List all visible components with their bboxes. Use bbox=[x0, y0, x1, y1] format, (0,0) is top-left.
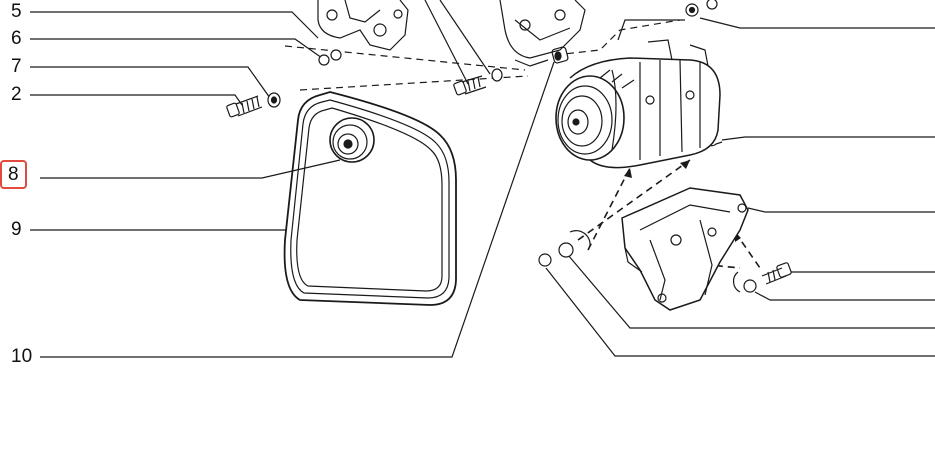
bolt-2 bbox=[226, 95, 263, 118]
callout-10[interactable]: 10 bbox=[11, 346, 33, 367]
leader-line-right-6 bbox=[567, 254, 935, 329]
bolt-right bbox=[761, 262, 792, 285]
washer-top-center bbox=[491, 68, 503, 82]
nut-lower-left bbox=[538, 253, 552, 267]
tensioner-pulley-8 bbox=[329, 117, 375, 163]
ac-compressor bbox=[555, 39, 721, 169]
compressor-bracket bbox=[621, 187, 749, 311]
leader-line-top-b bbox=[424, 0, 469, 85]
assembly-arc-left bbox=[569, 230, 591, 247]
washer-6 bbox=[330, 49, 342, 61]
nut-top-right bbox=[685, 0, 718, 17]
leader-line-8 bbox=[40, 159, 341, 179]
callout-5[interactable]: 5 bbox=[11, 1, 22, 22]
leader-lines bbox=[30, 0, 935, 358]
leader-line-right-7 bbox=[545, 267, 935, 357]
leader-line-5 bbox=[30, 11, 319, 39]
assembly-arc-right bbox=[732, 271, 741, 293]
leader-line-10 bbox=[40, 61, 555, 358]
callout-7[interactable]: 7 bbox=[11, 56, 22, 77]
callout-6[interactable]: 6 bbox=[11, 28, 22, 49]
callout-2[interactable]: 2 bbox=[11, 84, 22, 105]
leader-line-right-2 bbox=[721, 136, 935, 141]
leader-line-2 bbox=[30, 94, 243, 106]
nut-6 bbox=[318, 54, 330, 66]
leader-line-right-5 bbox=[754, 291, 935, 301]
leader-line-6 bbox=[30, 38, 323, 59]
callout-8-selected[interactable]: 8 bbox=[0, 160, 27, 189]
washer-right bbox=[743, 279, 757, 293]
upper-bracket-center bbox=[499, 0, 586, 67]
leader-line-top-c bbox=[617, 19, 685, 41]
spacer-10 bbox=[551, 46, 569, 64]
leader-line-7 bbox=[30, 66, 271, 99]
upper-bracket-left bbox=[317, 0, 409, 51]
leader-line-top-a bbox=[439, 0, 491, 75]
callout-9[interactable]: 9 bbox=[11, 219, 22, 240]
drive-belt-9 bbox=[283, 91, 457, 306]
leader-line-right-3 bbox=[747, 207, 935, 213]
bolt-top-center bbox=[453, 75, 487, 96]
washer-lower-left bbox=[558, 242, 574, 258]
washer-7 bbox=[267, 92, 281, 108]
leader-line-right-1 bbox=[699, 17, 935, 29]
